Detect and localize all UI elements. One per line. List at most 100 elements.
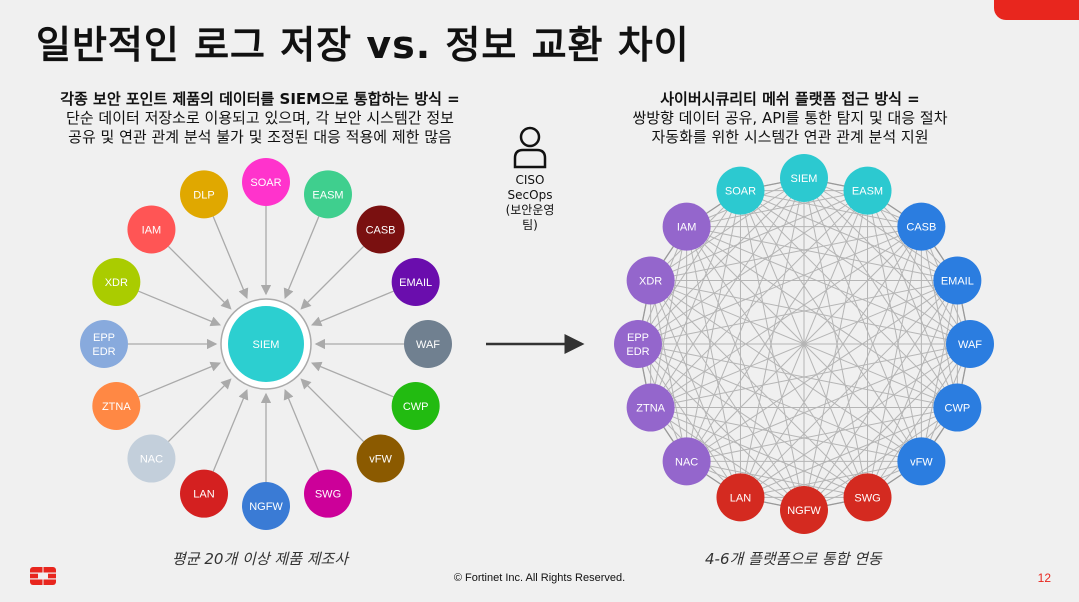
mesh-link (650, 226, 688, 408)
mesh-node-iam-label: IAM (677, 222, 697, 234)
mesh-node-nac-label: NAC (675, 456, 698, 468)
mesh-node-vfw-label: vFW (910, 456, 933, 468)
mesh-node-cwp-circle (933, 383, 982, 432)
arrow-to-siem (300, 378, 365, 443)
user-label-team: (보안운영팀) (505, 203, 555, 232)
left-caption: 평균 20개 이상 제품 제조사 (172, 550, 349, 568)
ciso-secops-user: CISO SecOps (보안운영팀) (500, 125, 560, 233)
mesh-link (739, 177, 805, 498)
node-ngfw-label: NGFW (249, 501, 283, 513)
mesh-link (637, 190, 741, 345)
mesh-node-casb: CASB (897, 202, 946, 251)
mesh-link (686, 190, 741, 462)
mesh-link (650, 177, 805, 281)
page-title: 일반적인 로그 저장 vs. 정보 교환 차이 (36, 23, 690, 67)
node-swg: SWG (303, 469, 352, 518)
mesh-link (920, 280, 958, 462)
node-dlp-circle (180, 170, 229, 219)
mesh-link (650, 407, 805, 511)
mesh-node-vfw-circle (897, 437, 946, 486)
mesh-node-cwp-label: CWP (945, 403, 971, 415)
mesh-link (650, 226, 922, 408)
mesh-node-casb-label: CASB (906, 222, 936, 234)
mesh-node-siem-label: SIEM (791, 173, 818, 185)
mesh-node-email-circle (933, 256, 982, 305)
right-caption: 4-6개 플랫폼으로 통합 연동 (705, 550, 882, 568)
mesh-link (867, 343, 971, 498)
arrow-to-siem (167, 245, 232, 310)
right-mesh-diagram: SIEMEASMCASBEMAILWAFCWPvFWSWGNGFWLANNACZ… (614, 154, 994, 534)
mesh-link (740, 190, 958, 408)
mesh-node-waf-circle (946, 320, 994, 368)
node-waf-label: WAF (416, 339, 440, 351)
mesh-link (740, 190, 971, 345)
mesh-link (803, 407, 958, 511)
node-lan-circle (180, 469, 229, 518)
node-xdr-label: XDR (105, 277, 128, 289)
node-casb: CASB (356, 205, 405, 254)
node-email-label: EMAIL (399, 277, 432, 289)
mesh-node-ztna-circle (626, 383, 675, 432)
mesh-link (686, 280, 958, 462)
mesh-node-waf: WAF (946, 320, 994, 368)
mesh-link (920, 226, 958, 408)
node-vfw: vFW (356, 434, 405, 483)
mesh-node-nac: NAC (662, 437, 711, 486)
mesh-node-epp-circle (614, 320, 662, 368)
node-casb-label: CASB (366, 224, 396, 236)
node-waf-circle (404, 320, 452, 368)
user-label-secops: SecOps (507, 188, 553, 202)
node-soar-label: SOAR (250, 177, 281, 189)
arrow-to-siem (310, 290, 394, 327)
mesh-node-xdr: XDR (626, 256, 675, 305)
mesh-node-lan: LAN (716, 473, 765, 522)
node-vfw-circle (356, 434, 405, 483)
page-number: 12 (1037, 571, 1051, 585)
node-epp-circle (80, 320, 128, 368)
node-ngfw-circle (242, 482, 290, 530)
mesh-link (637, 343, 741, 498)
mesh-node-nac-circle (662, 437, 711, 486)
mesh-node-vfw: vFW (897, 437, 946, 486)
arrow-to-siem (310, 361, 394, 398)
node-nac: NAC (127, 434, 176, 483)
mesh-node-swg: SWG (843, 473, 892, 522)
mesh-link (740, 460, 922, 498)
left-heading: 각종 보안 포인트 제품의 데이터를 SIEM으로 통합하는 방식 = (60, 90, 460, 108)
node-nac-circle (127, 434, 176, 483)
mesh-node-lan-label: LAN (730, 492, 751, 504)
user-icon (513, 126, 547, 169)
mesh-link (740, 190, 958, 281)
arrow-to-siem (167, 378, 232, 443)
arrow-to-siem (138, 361, 222, 398)
left-line2: 공유 및 연관 관계 분석 불가 및 조정된 대응 적용에 제한 많음 (68, 128, 452, 146)
corner-accent (994, 0, 1079, 20)
node-xdr: XDR (92, 258, 141, 307)
node-cwp-label: CWP (403, 401, 429, 413)
mesh-link (686, 226, 958, 408)
mesh-node-ztna: ZTNA (626, 383, 675, 432)
node-iam-label: IAM (142, 224, 162, 236)
mesh-link (740, 190, 868, 498)
arrow-to-siem (212, 216, 249, 300)
mesh-link (803, 190, 869, 511)
mesh-node-casb-circle (897, 202, 946, 251)
mesh-node-email-label: EMAIL (941, 275, 974, 287)
node-vfw-label: vFW (369, 454, 392, 466)
left-line1: 단순 데이터 저장소로 이용되고 있으며, 각 보안 시스템간 정보 (66, 109, 454, 127)
node-email-circle (391, 258, 440, 307)
arrow-to-siem (283, 216, 320, 300)
mesh-node-swg-label: SWG (854, 492, 880, 504)
left-description: 각종 보안 포인트 제품의 데이터를 SIEM으로 통합하는 방식 = 단순 데… (20, 90, 500, 147)
node-iam-circle (127, 205, 176, 254)
mesh-link (650, 279, 971, 345)
copyright: © Fortinet Inc. All Rights Reserved. (453, 572, 626, 584)
mesh-node-iam: IAM (662, 202, 711, 251)
node-dlp: DLP (180, 170, 229, 219)
mesh-link (650, 280, 805, 511)
